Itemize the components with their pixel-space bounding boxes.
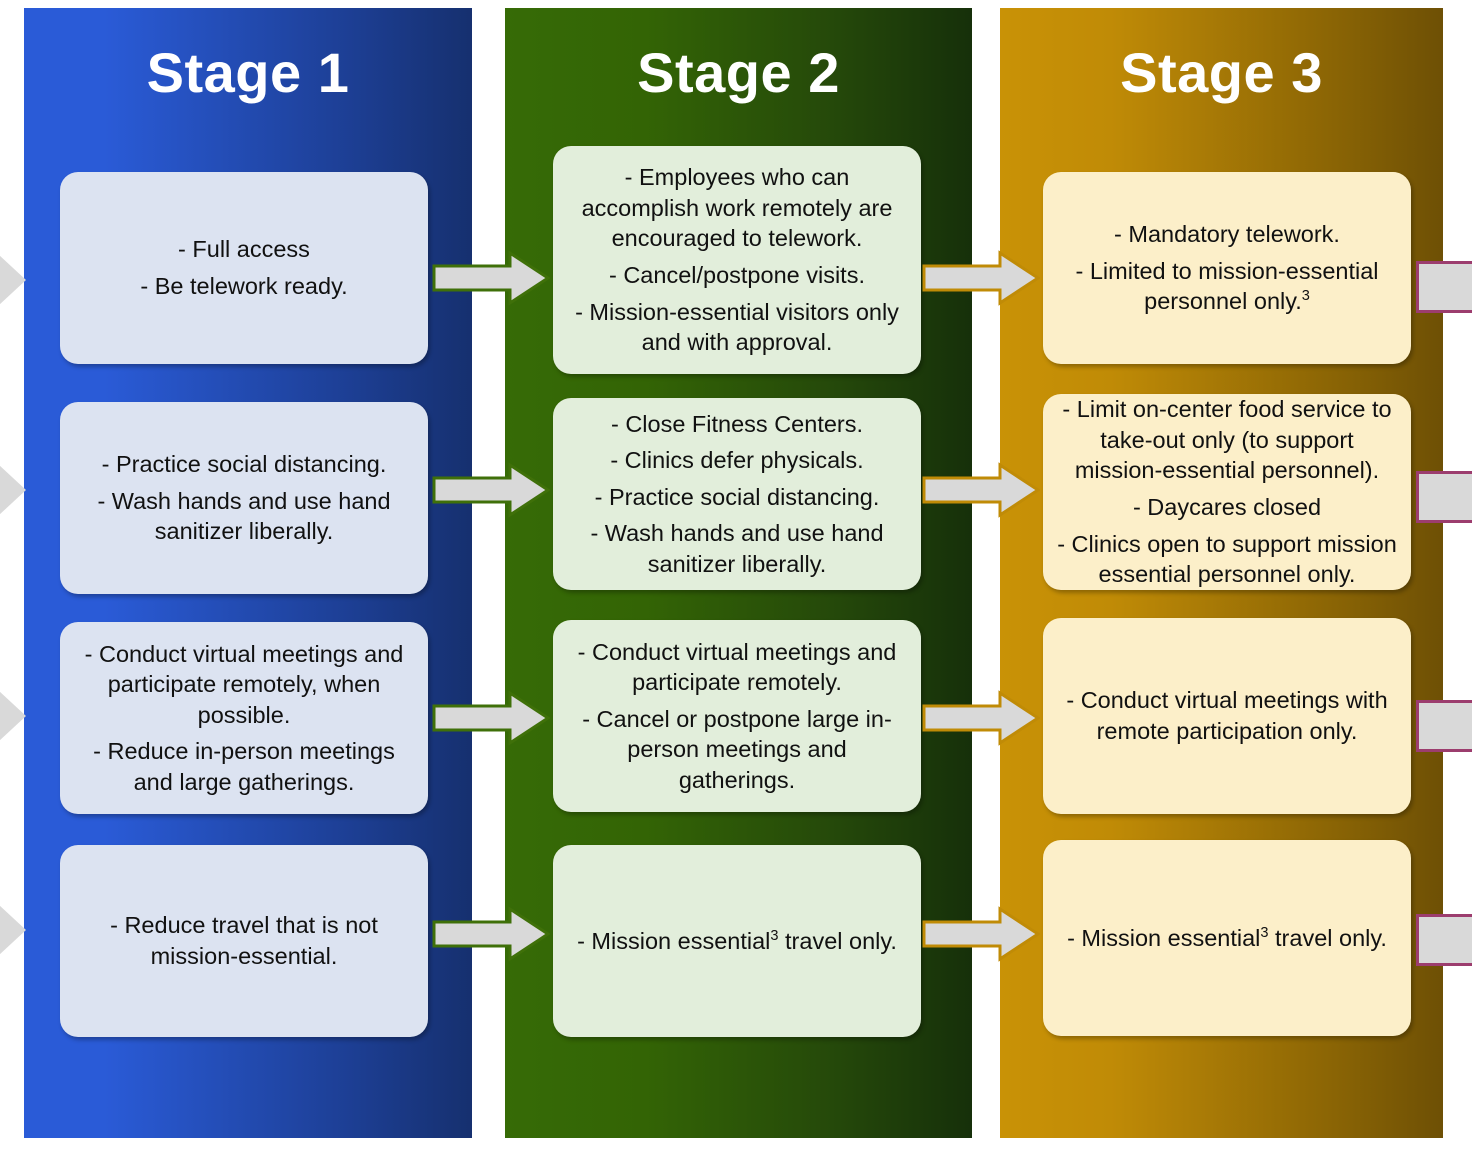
- box-line: - Be telework ready.: [140, 273, 348, 299]
- arrow-out-of-stage-3-row-3: [1416, 700, 1472, 752]
- arrow-stage-1-to-2-row-1: [432, 250, 550, 306]
- arrow-into-stage-1-row-3: [0, 688, 26, 744]
- box-line: - Mission essential3 travel only.: [1067, 924, 1387, 951]
- box-line: - Close Fitness Centers.: [610, 410, 864, 437]
- box-line: - Limit on-center food service to take-o…: [1062, 396, 1392, 484]
- box-line: - Mandatory telework.: [1114, 221, 1340, 248]
- stage-3-title: Stage 3: [1120, 41, 1323, 104]
- box-line: - Conduct virtual meetings and participa…: [84, 640, 404, 728]
- stage-3-box-3[interactable]: - Conduct virtual meetings with remote p…: [1043, 618, 1411, 814]
- box-line: - Wash hands and use hand sanitizer libe…: [590, 520, 884, 577]
- arrow-stage-1-to-2-row-4: [432, 906, 550, 962]
- box-line: - Limited to mission-essential personnel…: [1075, 257, 1379, 315]
- box-line: - Full access: [178, 236, 310, 263]
- box-line: - Conduct virtual meetings and participa…: [577, 638, 897, 696]
- box-line: - Practice social distancing.: [594, 483, 880, 510]
- box-line: - Clinics open to support mission essent…: [1057, 530, 1397, 588]
- arrow-stage-2-to-3-row-3: [922, 690, 1040, 746]
- arrow-into-stage-1-row-2: [0, 462, 26, 518]
- arrow-out-of-stage-3-row-2: [1416, 471, 1472, 523]
- arrow-into-stage-1-row-1: [0, 252, 26, 308]
- box-line: - Daycares closed: [1132, 494, 1322, 520]
- box-line: - Cancel or postpone large in-person mee…: [582, 705, 892, 793]
- stage-2-box-2[interactable]: - Close Fitness Centers. - Clinics defer …: [553, 398, 921, 590]
- arrow-stage-2-to-3-row-2: [922, 462, 1040, 518]
- stage-2-box-3[interactable]: - Conduct virtual meetings and participa…: [553, 620, 921, 812]
- box-line: - Reduce in-person meetings and large ga…: [93, 738, 395, 795]
- arrow-stage-2-to-3-row-4: [922, 906, 1040, 962]
- box-line: - Employees who can accomplish work remo…: [581, 164, 893, 252]
- stage-2-title: Stage 2: [637, 41, 840, 104]
- box-line: - Practice social distancing.: [101, 451, 387, 478]
- box-line: - Reduce travel that is not mission-esse…: [110, 912, 378, 969]
- stage-3-box-1[interactable]: - Mandatory telework. - Limited to missio…: [1043, 172, 1411, 364]
- box-line: - Cancel/postpone visits.: [608, 262, 865, 288]
- arrow-into-stage-1-row-4: [0, 902, 26, 958]
- arrow-stage-1-to-2-row-2: [432, 462, 550, 518]
- box-line: - Mission essential3 travel only.: [577, 927, 897, 954]
- box-line: - Conduct virtual meetings with remote p…: [1066, 687, 1388, 744]
- stage-1-box-4[interactable]: - Reduce travel that is not mission-esse…: [60, 845, 428, 1037]
- stage-2-box-1[interactable]: - Employees who can accomplish work remo…: [553, 146, 921, 374]
- stage-1-box-3[interactable]: - Conduct virtual meetings and participa…: [60, 622, 428, 814]
- arrow-out-of-stage-3-row-1: [1416, 261, 1472, 313]
- stage-2-box-4[interactable]: - Mission essential3 travel only.: [553, 845, 921, 1037]
- box-line: - Mission-essential visitors only and wi…: [575, 298, 899, 356]
- stage-1-title: Stage 1: [146, 41, 350, 104]
- stage-3-box-2[interactable]: - Limit on-center food service to take-o…: [1043, 394, 1411, 590]
- stage-1-box-2[interactable]: - Practice social distancing. - Wash hand…: [60, 402, 428, 594]
- stage-1-box-1[interactable]: - Full access - Be telework ready.: [60, 172, 428, 364]
- arrow-stage-2-to-3-row-1: [922, 250, 1040, 306]
- arrow-stage-1-to-2-row-3: [432, 690, 550, 746]
- box-line: - Clinics defer physicals.: [610, 447, 864, 474]
- stage-3-box-4[interactable]: - Mission essential3 travel only.: [1043, 840, 1411, 1036]
- box-line: - Wash hands and use hand sanitizer libe…: [97, 487, 391, 545]
- arrow-out-of-stage-3-row-4: [1416, 914, 1472, 966]
